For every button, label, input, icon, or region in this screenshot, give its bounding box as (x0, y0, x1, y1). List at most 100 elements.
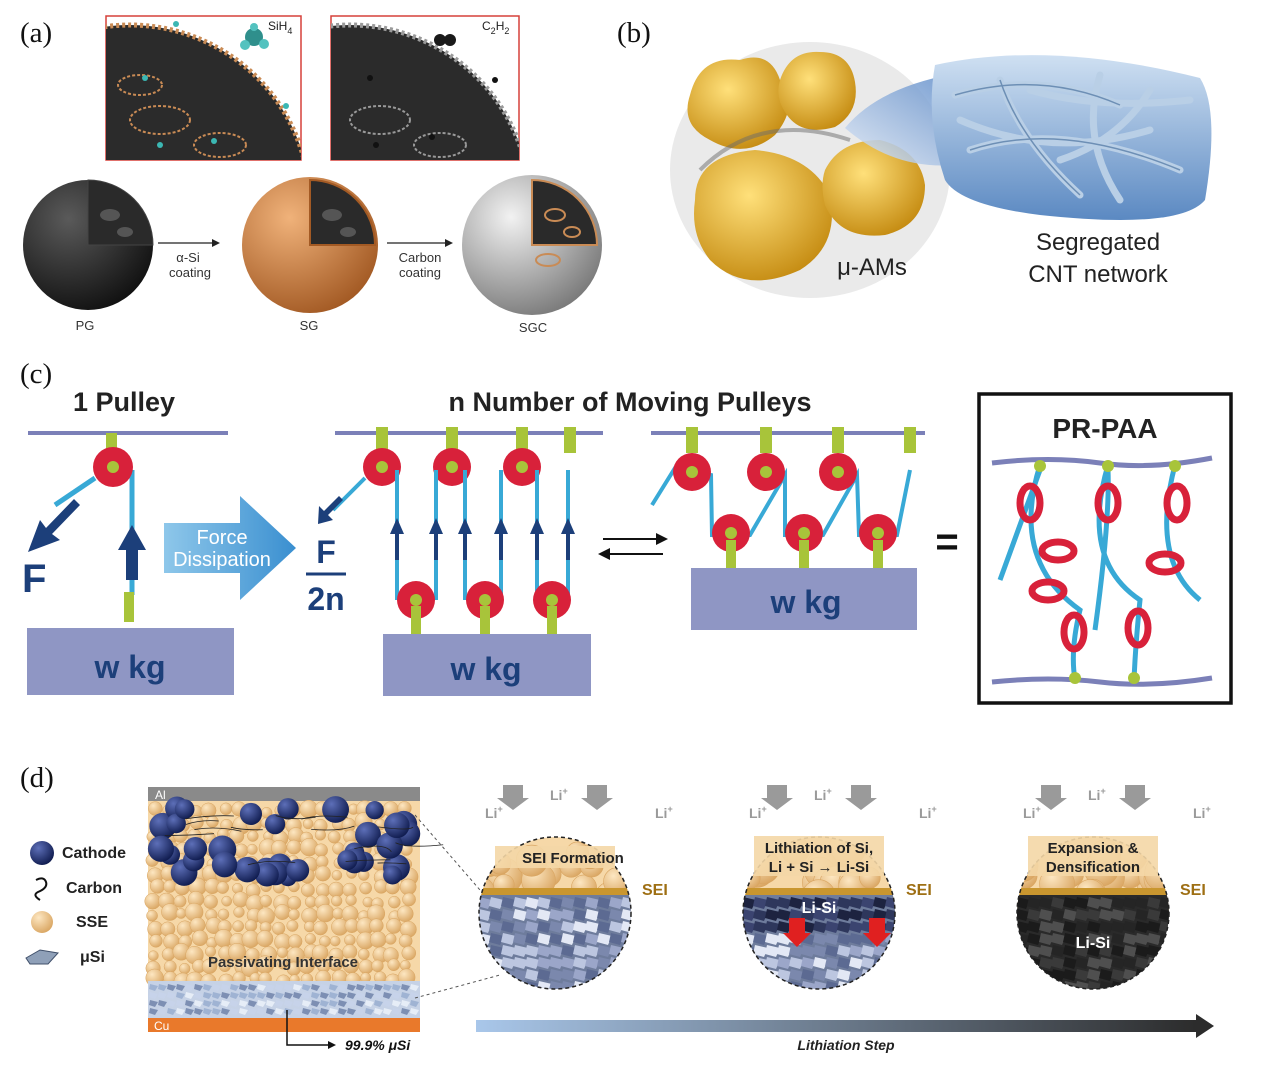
si-grain (825, 933, 840, 945)
si-flake (221, 992, 230, 999)
si-grain (513, 909, 528, 921)
si-grain (1111, 945, 1126, 957)
si-grain (861, 957, 876, 969)
si-grain (1087, 969, 1102, 981)
sse-particle (315, 865, 331, 882)
li-ion-label: Li+ (919, 804, 937, 821)
inset-c2h2: C2H2 (330, 15, 520, 161)
legend-carbon-icon (34, 877, 48, 901)
si-grain (621, 897, 631, 909)
equals-sign: = (935, 520, 958, 564)
si-grain (585, 981, 600, 989)
si-grain (753, 933, 768, 945)
stage-label: SEI Formation (522, 850, 624, 867)
si-grain (777, 945, 792, 957)
li-ion-label: Li+ (1193, 804, 1211, 821)
si-grain (813, 945, 828, 957)
label-sg: SG (300, 318, 319, 333)
carbon-fiber (377, 826, 414, 830)
si-flake (248, 1008, 257, 1015)
si-grain (837, 921, 852, 933)
si-grain (573, 945, 588, 957)
si-grain (561, 981, 576, 989)
si-grain (1147, 957, 1162, 969)
si-grain (1111, 909, 1126, 921)
si-grain (873, 897, 888, 909)
sse-particle (358, 959, 374, 975)
si-flake (275, 1008, 284, 1015)
si-grain (597, 957, 612, 969)
sphere-sg (242, 177, 378, 313)
sse-particle (233, 906, 245, 918)
cnt-network (931, 55, 1212, 221)
si-grain (609, 969, 624, 981)
si-grain (837, 969, 852, 981)
si-grain (621, 981, 631, 989)
si-grain (765, 909, 780, 921)
carbon-fiber (275, 815, 316, 820)
si-grain (837, 897, 852, 909)
sse-particle (303, 921, 316, 933)
si-grain (1075, 945, 1090, 957)
lisi-label: Li-Si (802, 900, 837, 917)
si-grain (621, 909, 631, 921)
si-grain (813, 909, 828, 921)
pulley-clamp (686, 427, 698, 453)
zoom-circles: Li+Li+Li+SEI FormationSEILi+Li+Li+Lithia… (478, 785, 1211, 990)
si-flake (329, 1008, 338, 1015)
sse-particle (398, 934, 413, 948)
si-grain (525, 909, 540, 921)
si-flake (410, 984, 419, 991)
si-coating-line1: α-Si (176, 250, 200, 265)
si-flake (248, 992, 257, 999)
si-grain (1075, 897, 1090, 909)
si-grain (573, 897, 588, 909)
si-grain (501, 945, 516, 957)
si-grain (777, 969, 792, 981)
si-flake (221, 1000, 230, 1007)
cathode-particle (211, 851, 238, 878)
si-grain (813, 969, 828, 981)
lithiation-arrow: Lithiation Step (476, 1014, 1214, 1053)
si-grain (1135, 921, 1150, 933)
tension-arrow (530, 518, 544, 560)
si-grain (1017, 969, 1030, 981)
carbon-fiber (377, 862, 407, 865)
pulley-axle (546, 594, 558, 606)
carbon-fiber (194, 827, 242, 832)
sse-particle (357, 948, 370, 961)
si-grain (1051, 897, 1066, 909)
cathode-particle (166, 813, 186, 834)
si-grain (777, 897, 792, 909)
si-grain (549, 981, 564, 989)
si-flake (167, 992, 176, 999)
carbon-fiber (247, 860, 296, 866)
sse-particle (362, 896, 374, 908)
si-flake (257, 1008, 266, 1015)
si-flake (194, 1000, 203, 1007)
si-flake (284, 992, 293, 999)
si-grain (753, 897, 768, 909)
si-grain (1075, 909, 1090, 921)
si-grain (837, 933, 852, 945)
cathode-particle (255, 862, 279, 887)
si-grain (585, 909, 600, 921)
sse-particle (342, 882, 357, 898)
sse-particle (369, 931, 387, 948)
weight-block (383, 634, 591, 696)
cathode-particle (376, 832, 403, 859)
si-flake (320, 984, 329, 991)
si-grain (753, 945, 768, 957)
weight-contracted: w kg (769, 584, 841, 620)
si-grain (479, 969, 492, 981)
si-grain (1087, 909, 1102, 921)
pulley-axle (725, 527, 737, 539)
si-grain (1111, 969, 1126, 981)
si-grain (1017, 981, 1030, 989)
sse-particle (344, 934, 356, 946)
si-grain (1063, 909, 1078, 921)
pulley-axle (832, 466, 844, 478)
cathode-particle (322, 796, 350, 823)
si-grain (1135, 897, 1150, 909)
si-grain (1099, 897, 1114, 909)
